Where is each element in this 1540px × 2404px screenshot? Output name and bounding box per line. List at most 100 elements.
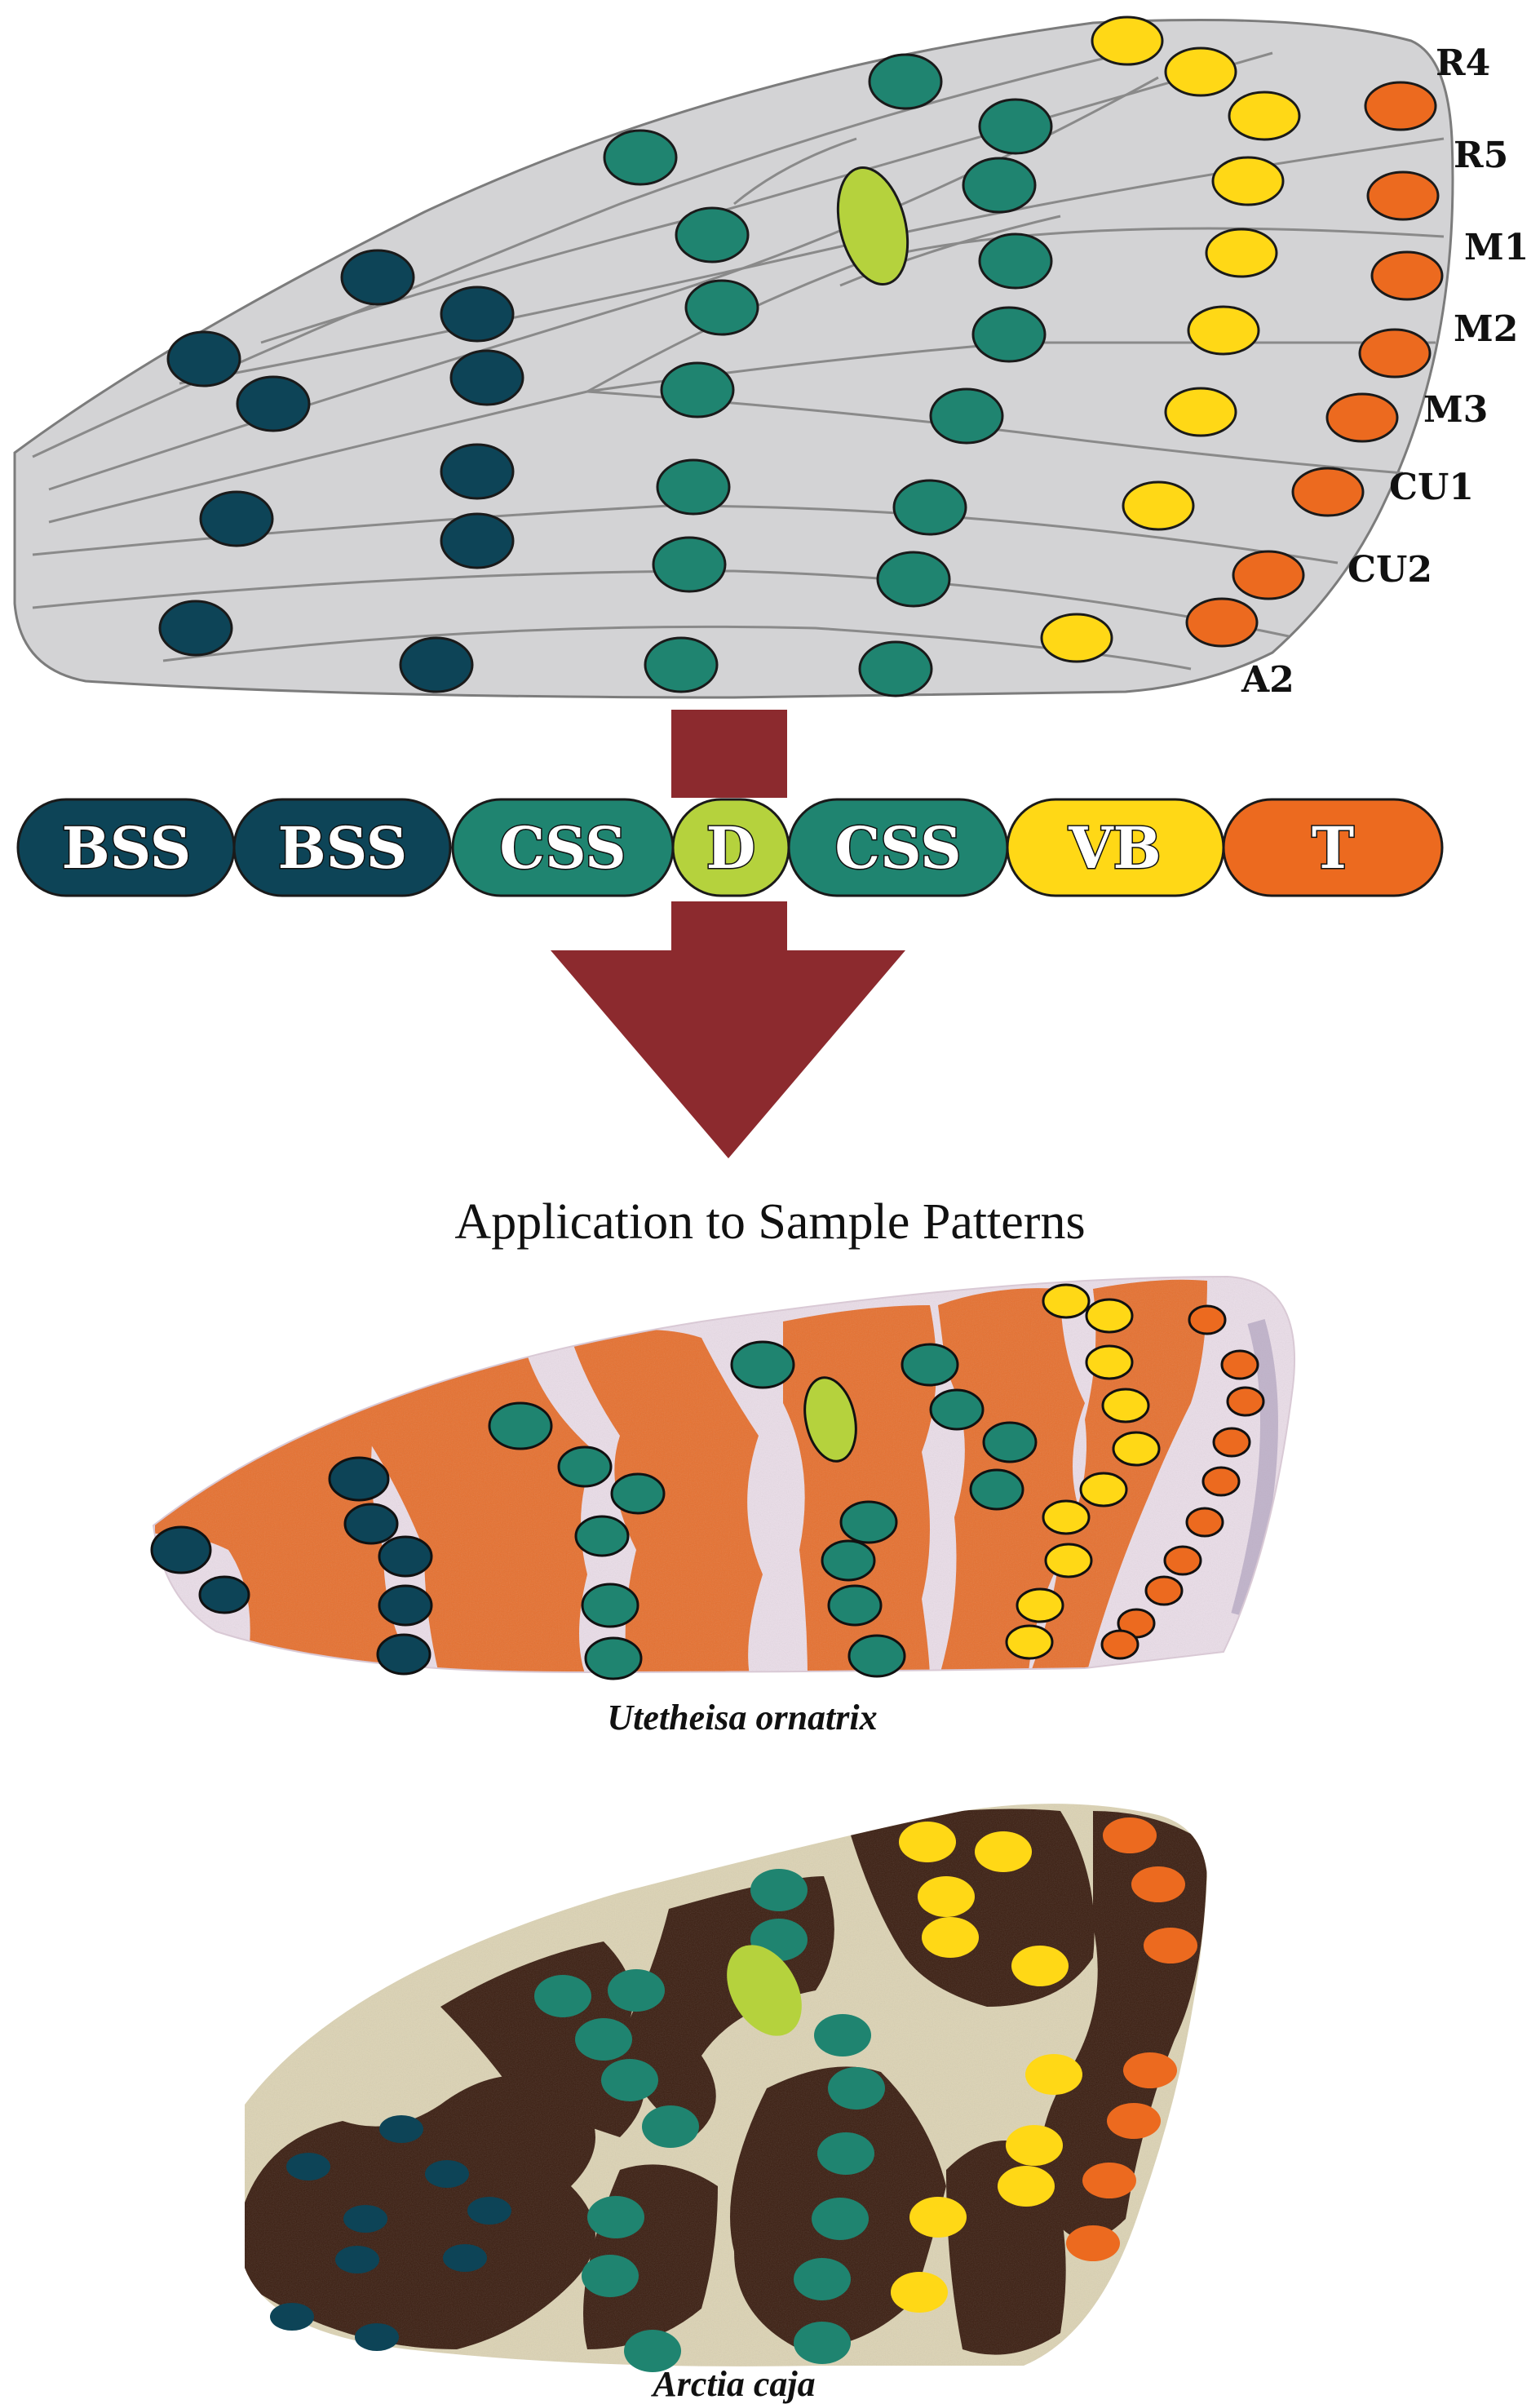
css-spot — [601, 2059, 658, 2101]
vb-spot — [1211, 156, 1285, 206]
css-spot — [892, 479, 967, 536]
vein-label-r4: R4 — [1436, 42, 1490, 84]
css-spot — [610, 1472, 666, 1515]
css-spot — [969, 1468, 1024, 1511]
css-spot — [587, 2196, 644, 2238]
section-title: Application to Sample Patterns — [454, 1194, 1085, 1250]
vb-spot — [909, 2197, 967, 2238]
band-label-vb: VB — [1068, 814, 1161, 882]
vb-spot — [1085, 1344, 1134, 1380]
css-spot — [608, 1969, 665, 2012]
vb-spot — [1112, 1431, 1161, 1467]
t-spot — [1103, 1817, 1157, 1853]
band-label-t: T — [1312, 814, 1354, 882]
vb-spot — [975, 1831, 1032, 1872]
vb-spot — [1044, 1543, 1093, 1578]
css-spot — [982, 1421, 1038, 1463]
wing-outline — [13, 19, 1454, 699]
css-spot — [656, 458, 731, 516]
vb-spot — [1025, 2054, 1082, 2095]
t-spot — [1291, 467, 1365, 517]
bss-spot — [150, 1525, 212, 1574]
vb-spot — [1042, 1499, 1091, 1535]
css-spot — [642, 2105, 699, 2148]
css-spot — [901, 1343, 959, 1387]
vein-label-m3: M3 — [1423, 389, 1488, 431]
vein-label-m2: M2 — [1454, 308, 1518, 350]
css-spot — [817, 2132, 874, 2175]
vb-spot — [1042, 1283, 1091, 1319]
css-spot — [821, 1539, 876, 1582]
css-spot — [675, 206, 750, 263]
css-spot — [584, 1636, 643, 1680]
css-spot — [962, 157, 1037, 214]
bss-spot — [286, 2153, 330, 2180]
bss-spot — [335, 2246, 379, 2273]
css-spot — [582, 2255, 639, 2297]
css-spot — [794, 2322, 851, 2364]
discal-spot — [836, 166, 909, 286]
band-label-bss-2: BSS — [278, 814, 408, 882]
css-spot — [827, 1584, 883, 1627]
vb-spot — [1228, 91, 1301, 141]
css-spot — [575, 2018, 632, 2061]
vb-spot — [891, 2272, 948, 2313]
css-spot — [581, 1583, 639, 1628]
vein-label-m1: M1 — [1464, 227, 1529, 268]
vein-label-cu2: CU2 — [1348, 549, 1432, 591]
bss-spot — [166, 330, 241, 387]
band-pill-t — [1222, 798, 1444, 897]
css-spot — [868, 53, 943, 110]
t-spot — [1325, 392, 1399, 443]
t-spot — [1220, 1349, 1259, 1380]
css-spot — [828, 2067, 885, 2110]
vb-spot — [899, 1822, 956, 1862]
css-spot — [488, 1401, 553, 1450]
discal-spot — [803, 1376, 857, 1463]
bss-spot — [355, 2323, 399, 2351]
css-spot — [624, 2330, 681, 2372]
css-spot — [534, 1975, 591, 2017]
vb-spot — [918, 1876, 975, 1917]
schematic-wing: R4 R5 M1 M2 M3 CU1 CU2 A2 — [13, 15, 1529, 701]
t-spot — [1107, 2103, 1161, 2139]
bss-spot — [467, 2197, 511, 2225]
t-spot — [1358, 328, 1432, 379]
css-spot — [750, 1869, 808, 1911]
bss-spot — [343, 2205, 387, 2233]
vb-spot — [1164, 46, 1237, 97]
bss-spot — [440, 286, 515, 343]
connector-arrow-stem-bottom — [671, 901, 787, 954]
css-spot — [574, 1515, 630, 1557]
bss-spot — [343, 1503, 399, 1545]
css-spot — [603, 129, 678, 186]
bss-spot — [443, 2244, 487, 2272]
bss-spot — [379, 2115, 423, 2143]
t-spot — [1188, 1304, 1227, 1335]
t-spot — [1123, 2052, 1177, 2088]
bss-spot — [399, 636, 474, 693]
css-spot — [794, 2258, 851, 2300]
vb-spot — [1016, 1587, 1064, 1623]
t-spot — [1212, 1427, 1251, 1458]
bss-spot — [425, 2160, 469, 2188]
bss-spot — [340, 249, 415, 306]
css-spot — [652, 536, 727, 593]
t-spot — [1100, 1629, 1140, 1660]
css-spot — [858, 640, 933, 697]
bss-spot — [236, 375, 311, 432]
vein-label-r5: R5 — [1454, 135, 1508, 176]
bss-spot — [198, 1575, 250, 1614]
bss-spot — [199, 490, 274, 547]
css-spot — [814, 2014, 871, 2056]
vein-label-a2: A2 — [1241, 659, 1294, 701]
species-label-arctia: Arctia caja — [650, 2364, 815, 2404]
t-spot — [1066, 2225, 1120, 2261]
css-spot — [644, 636, 719, 693]
vb-spot — [1040, 613, 1113, 663]
vb-spot — [1122, 480, 1195, 531]
t-spot — [1232, 550, 1305, 600]
t-spot — [1185, 1507, 1224, 1538]
css-spot — [978, 232, 1053, 290]
t-spot — [1185, 597, 1259, 648]
